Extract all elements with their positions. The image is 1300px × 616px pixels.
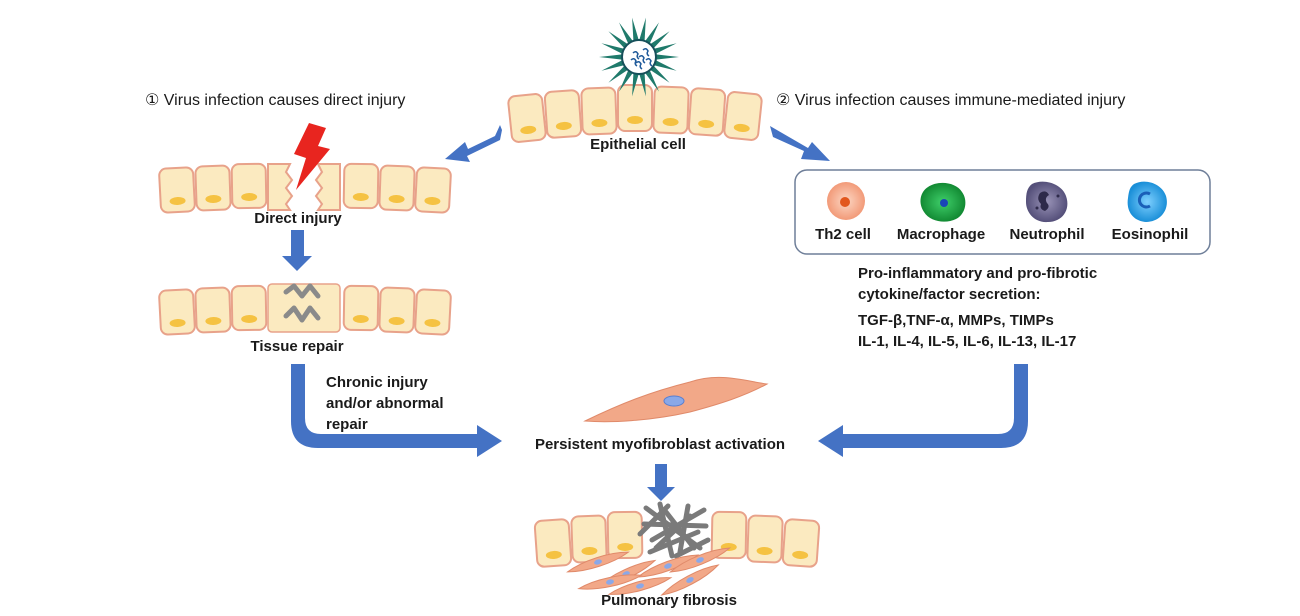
- arrow-to-immune-cells: [770, 126, 830, 161]
- epithelial-cell: [378, 286, 416, 334]
- immune-cell-label-th2: Th2 cell: [815, 226, 871, 243]
- pathway-1-number: ①: [145, 92, 160, 109]
- fibroblast: [636, 554, 700, 578]
- epithelial-cell: [507, 93, 547, 143]
- immune-cell-label-neutrophil: Neutrophil: [1009, 226, 1085, 243]
- epithelial-cell: [414, 288, 452, 336]
- immune-cell-label-macrophage: Macrophage: [896, 226, 986, 243]
- epithelial-cell: [723, 91, 763, 141]
- epithelial-cell: [687, 87, 727, 137]
- immune-cell-box: [794, 169, 1211, 255]
- myofibroblast-icon: [583, 376, 769, 423]
- fibroblast: [660, 564, 720, 596]
- neutrophil-icon: [1026, 181, 1068, 223]
- epithelial-cell-label: Epithelial cell: [590, 136, 686, 153]
- pulmonary-fibrosis-label: Pulmonary fibrosis: [601, 592, 737, 609]
- epithelial-cell: [158, 166, 196, 214]
- epithelial-cell-row: [507, 84, 763, 143]
- chronic-line-1: Chronic injury: [326, 374, 428, 391]
- collagen-mesh-icon: [637, 501, 711, 559]
- arrow-to-tissue-repair: [282, 230, 312, 271]
- arrow-right-loop: [818, 364, 1028, 457]
- epithelial-cell: [570, 514, 608, 564]
- fibroblast: [577, 574, 643, 590]
- epithelial-cell: [378, 164, 416, 212]
- cytokine-line-3: TGF-β,TNF-α, MMPs, TIMPs: [858, 312, 1054, 329]
- tissue-repair-label: Tissue repair: [250, 338, 344, 355]
- repairing-epithelium: [158, 283, 452, 336]
- epithelial-cell: [533, 518, 573, 568]
- epithelial-cell: [746, 514, 784, 564]
- epithelial-cell: [158, 288, 196, 336]
- epithelial-cell: [781, 518, 821, 568]
- arrow-left-loop: [291, 364, 502, 457]
- cytokine-line-2: cytokine/factor secretion:: [858, 286, 1041, 303]
- pathway-1-text: Virus infection causes direct injury: [163, 92, 406, 109]
- immune-cell-label-eosinophil: Eosinophil: [1111, 226, 1189, 243]
- arrow-to-direct-injury: [445, 125, 502, 162]
- virus-icon: [599, 17, 679, 97]
- fibroblast: [566, 551, 630, 573]
- pathway-2-text: Virus infection causes immune-mediated i…: [794, 92, 1126, 109]
- epithelial-cell: [414, 166, 452, 214]
- pathway-2-number: ②: [776, 92, 791, 109]
- epithelial-cell: [617, 84, 653, 132]
- epithelial-cell: [230, 162, 268, 210]
- cytokine-text: Pro-inflammatory and pro-fibrotic cytoki…: [858, 263, 1097, 352]
- epithelial-cell: [342, 284, 380, 332]
- broken-cell-right: [314, 163, 341, 211]
- epithelial-cell: [230, 284, 268, 332]
- broken-cell-left: [267, 163, 294, 211]
- chronic-injury-label: Chronic injury and/or abnormal repair: [326, 372, 444, 435]
- cytokine-line-1: Pro-inflammatory and pro-fibrotic: [858, 265, 1098, 282]
- epithelial-cell: [342, 162, 380, 210]
- chronic-line-3: repair: [326, 416, 368, 433]
- eosinophil-icon: [1127, 181, 1167, 222]
- injured-epithelium: [158, 162, 452, 214]
- epithelial-cell: [652, 85, 690, 135]
- fibroblast: [668, 547, 732, 573]
- myofibroblast-label: Persistent myofibroblast activation: [534, 436, 786, 453]
- repair-gap-cell: [267, 283, 341, 333]
- epithelial-cell: [606, 510, 644, 560]
- fibroblast: [607, 577, 673, 595]
- macrophage-icon: [920, 182, 966, 222]
- th2-cell-icon: [827, 182, 865, 220]
- epithelial-cell: [580, 86, 618, 136]
- pathway-2-title: ② Virus infection causes immune-mediated…: [776, 90, 1125, 110]
- chronic-line-2: and/or abnormal: [326, 395, 444, 412]
- fibroblast-cluster: [566, 547, 732, 596]
- pathway-1-title: ① Virus infection causes direct injury: [145, 90, 405, 110]
- repair-zigzag-icon: [283, 283, 321, 323]
- lightning-bolt-icon: [294, 123, 330, 190]
- arrow-to-fibrosis: [647, 464, 675, 501]
- direct-injury-label: Direct injury: [254, 210, 342, 227]
- epithelial-cell: [543, 89, 583, 139]
- epithelial-cell: [194, 164, 232, 212]
- cytokine-line-4: IL-1, IL-4, IL-5, IL-6, IL-13, IL-17: [858, 333, 1077, 350]
- epithelial-cell: [194, 286, 232, 334]
